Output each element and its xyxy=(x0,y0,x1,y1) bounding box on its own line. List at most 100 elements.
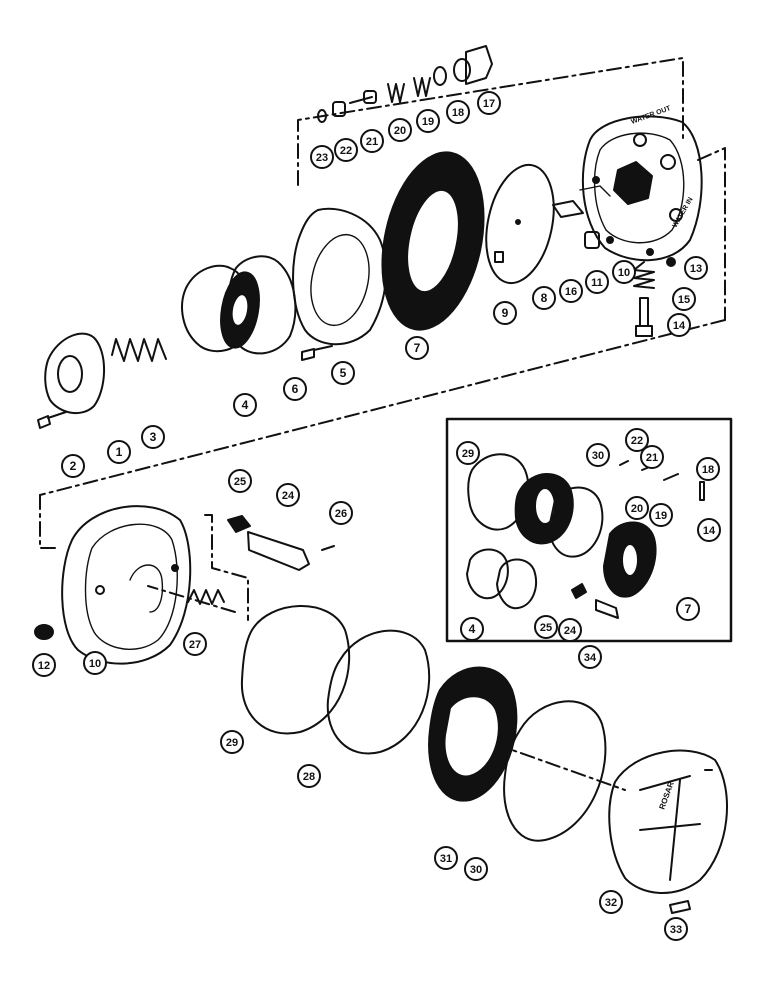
callout-4: 4 xyxy=(460,617,484,641)
callout-circle xyxy=(585,270,609,294)
callout-8: 8 xyxy=(532,286,556,310)
callout-label: 7 xyxy=(685,602,692,616)
callout-26: 26 xyxy=(329,501,353,525)
callout-34: 34 xyxy=(578,645,602,669)
gasket-set xyxy=(181,255,297,355)
callout-21: 21 xyxy=(640,445,664,469)
callout-label: 33 xyxy=(670,924,682,936)
callout-circle xyxy=(558,618,582,642)
plug-fitting-part xyxy=(465,45,493,85)
callout-label: 28 xyxy=(303,771,315,783)
callout-label: 19 xyxy=(422,116,434,128)
callout-circle xyxy=(696,457,720,481)
callout-7: 7 xyxy=(676,597,700,621)
callout-label: 29 xyxy=(226,737,238,749)
diaphragm-plate-2 xyxy=(326,629,431,755)
callout-circle xyxy=(388,118,412,142)
callout-label: 12 xyxy=(38,660,50,672)
callout-circle xyxy=(61,454,85,478)
callout-20: 20 xyxy=(625,496,649,520)
diaphragm-plate xyxy=(485,163,555,285)
screw-part-4 xyxy=(321,545,335,551)
callout-circle xyxy=(283,377,307,401)
spring-part-3 xyxy=(633,261,655,289)
callout-circle xyxy=(228,469,252,493)
callout-12: 12 xyxy=(32,653,56,677)
callout-31: 31 xyxy=(434,846,458,870)
spring-part-5 xyxy=(187,589,225,605)
callout-label: 10 xyxy=(618,267,630,279)
callout-circle xyxy=(310,145,334,169)
callout-label: 1 xyxy=(116,445,123,459)
callout-circle xyxy=(625,428,649,452)
callout-circle xyxy=(534,615,558,639)
callout-circle xyxy=(612,260,636,284)
callout-25: 25 xyxy=(534,615,558,639)
callout-label: 30 xyxy=(592,450,604,462)
callout-label: 19 xyxy=(655,510,667,522)
callout-circle xyxy=(578,645,602,669)
callout-18: 18 xyxy=(696,457,720,481)
callout-label: 34 xyxy=(584,652,597,664)
blade-part xyxy=(552,200,584,218)
plug-part xyxy=(666,257,676,267)
callout-6: 6 xyxy=(283,377,307,401)
bracket-part xyxy=(227,515,251,533)
callout-label: 4 xyxy=(469,622,476,636)
callout-14: 14 xyxy=(697,518,721,542)
callout-label: 13 xyxy=(690,263,702,275)
callout-21: 21 xyxy=(360,129,384,153)
screw-part xyxy=(494,251,504,263)
callout-label: 7 xyxy=(414,341,421,355)
spring-part xyxy=(387,83,405,103)
callout-label: 11 xyxy=(591,277,603,289)
callout-circle xyxy=(586,443,610,467)
callout-circle xyxy=(405,336,429,360)
callout-circle xyxy=(331,361,355,385)
callout-circle xyxy=(672,287,696,311)
callout-circle xyxy=(107,440,131,464)
callout-15: 15 xyxy=(672,287,696,311)
callout-label: 22 xyxy=(631,435,643,447)
callout-3: 3 xyxy=(141,425,165,449)
callout-23: 23 xyxy=(310,145,334,169)
callout-label: 31 xyxy=(440,853,452,865)
callout-label: 14 xyxy=(703,525,716,537)
callout-label: 16 xyxy=(565,286,577,298)
callout-circle xyxy=(456,441,480,465)
callout-label: 18 xyxy=(702,464,714,476)
callout-circle xyxy=(83,651,107,675)
callout-circle xyxy=(416,109,440,133)
callout-14: 14 xyxy=(667,313,691,337)
callout-circle xyxy=(329,501,353,525)
callout-circle xyxy=(599,890,623,914)
screw-part-3 xyxy=(37,411,67,429)
pin-part xyxy=(349,96,373,104)
callout-circle xyxy=(664,917,688,941)
callout-circle xyxy=(460,617,484,641)
callout-10: 10 xyxy=(83,651,107,675)
callout-label: 17 xyxy=(483,98,495,110)
callout-label: 4 xyxy=(242,398,249,412)
callout-circle xyxy=(640,445,664,469)
callout-circle xyxy=(464,857,488,881)
callout-label: 15 xyxy=(678,294,690,306)
screw-part-2 xyxy=(301,345,333,361)
callout-label: 30 xyxy=(470,864,482,876)
cover-plate xyxy=(292,207,387,346)
callout-label: 9 xyxy=(502,306,509,320)
o-ring-part xyxy=(433,66,447,86)
callout-label: 22 xyxy=(340,145,352,157)
callout-circle xyxy=(559,279,583,303)
callout-18: 18 xyxy=(446,100,470,124)
callout-4: 4 xyxy=(233,393,257,417)
callout-circle xyxy=(649,503,673,527)
valve-parts-row xyxy=(317,45,493,123)
callout-7: 7 xyxy=(405,336,429,360)
callout-13: 13 xyxy=(684,256,708,280)
callout-circle xyxy=(276,483,300,507)
callout-circle xyxy=(477,91,501,115)
callout-10: 10 xyxy=(612,260,636,284)
callout-circle xyxy=(625,496,649,520)
